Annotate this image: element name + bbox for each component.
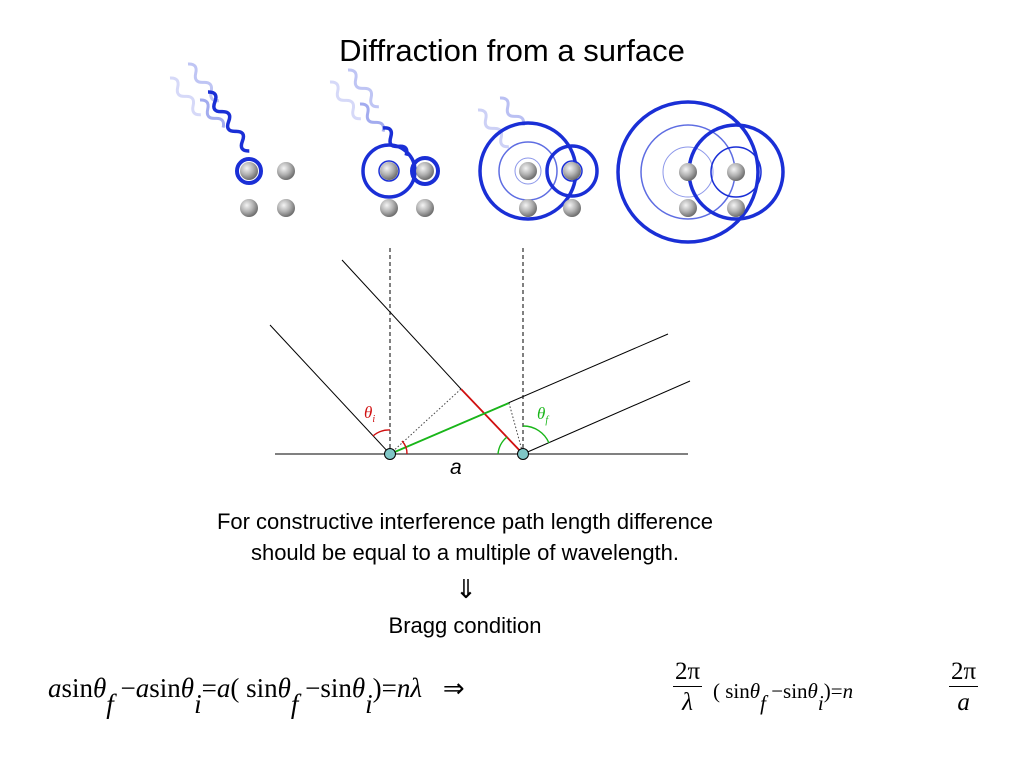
bragg-condition-label: Bragg condition [388,613,542,638]
faded-wave [499,96,526,126]
wavefront-ring [561,160,583,182]
faded-wave [329,80,361,121]
path-difference-diagram: θi θf a [269,248,691,479]
incident-ray-1 [269,324,391,455]
incident-wave [207,90,250,153]
wavefront-ring [378,160,400,182]
angle-arc-theta-f [522,425,550,444]
faded-wave [359,102,386,132]
atom [727,163,745,181]
atom [240,199,258,217]
panel-2-scattering [329,68,440,217]
atom [519,162,537,180]
theta-f-label: θf [537,404,549,426]
explanation-text: For constructive interference path lengt… [0,506,930,568]
panel-4-wavefronts [616,100,785,244]
fraction-two-pi-over-a: 2π a [949,658,979,716]
atom [679,163,697,181]
faded-wave [477,108,509,149]
atom [416,162,434,180]
incident-ray-2 [341,259,462,390]
caption-line-1: For constructive interference path lengt… [216,509,714,534]
wavefront-ring [410,156,440,186]
wavefront-ring [662,146,714,198]
outgoing-ray-2 [522,380,691,455]
atom [563,162,581,180]
angle-arc-theta-i [372,429,391,437]
scatter-point-left [384,448,396,460]
atom [727,199,745,217]
caption-line-2: should be equal to a multiple of wavelen… [250,540,680,565]
angle-arc-lower-right [497,436,508,455]
faded-wave [169,76,201,117]
bragg-equation-right: ( sinθf −sinθi)=n [713,679,854,715]
faded-wave [187,62,219,103]
wavefront-ring [616,100,760,244]
theta-i-label: θi [364,403,375,425]
page-title: Diffraction from a surface [339,33,685,68]
wavefront-ring [514,157,542,185]
atom [277,162,295,180]
implies-right-arrow: ⇒ [442,674,465,704]
faded-wave [347,68,379,109]
faded-wave [199,98,226,128]
atom [380,199,398,217]
atom [519,199,537,217]
implies-arrow: ⇓ [455,575,477,605]
scatter-point-right [517,448,529,460]
atom [380,162,398,180]
atom [277,199,295,217]
bragg-equation-left: asinθf −asinθi=a( sinθf −sinθi)=nλ ⇒ [48,673,465,719]
atom [563,199,581,217]
spacing-label: a [450,456,462,479]
wavefront-incident [389,388,462,455]
wavefront-ring [235,157,263,185]
atom [679,199,697,217]
wavefront-ring [361,143,417,199]
panel-3-interference [477,96,599,221]
angle-arc-lower-left [401,440,408,455]
fraction-two-pi-over-lambda: 2π λ [673,658,703,716]
atom [416,199,434,217]
wavefront-ring [545,144,599,198]
wavefront-ring [710,146,762,198]
atom [240,162,258,180]
panel-1-incident-wave [169,62,295,217]
incident-path-difference [460,388,524,455]
outgoing-path-difference [389,402,510,455]
